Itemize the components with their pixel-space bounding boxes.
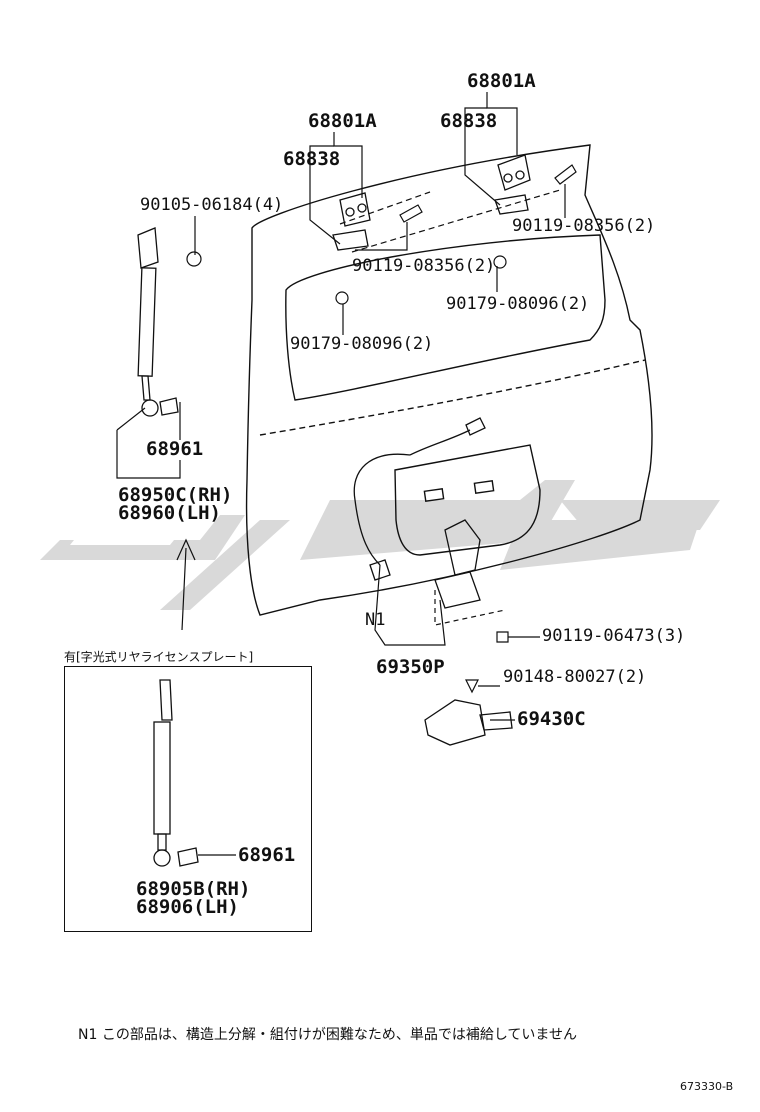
- footnote: N1 この部品は、構造上分解・組付けが困難なため、単品では補給していません: [78, 1027, 577, 1043]
- label-68906: 68906(LH): [136, 896, 239, 918]
- inset-box: [64, 666, 312, 932]
- label-68838-right: 68838: [440, 110, 498, 132]
- label-68960: 68960(LH): [118, 502, 221, 524]
- diagram-code: 673330-B: [680, 1080, 734, 1093]
- label-68801A-right: 68801A: [467, 70, 536, 92]
- label-68801A-left: 68801A: [308, 110, 377, 132]
- label-90148: 90148-80027(2): [503, 667, 647, 687]
- label-68961-inset: 68961: [238, 844, 296, 866]
- label-n1: N1: [365, 610, 386, 630]
- label-90119-right: 90119-08356(2): [512, 216, 656, 236]
- lock-assembly: [353, 417, 513, 746]
- hinge-left: [332, 192, 371, 251]
- watermark-logo: [40, 480, 720, 610]
- label-90119-06473: 90119-06473(3): [542, 626, 686, 646]
- leader-lines: [116, 92, 566, 721]
- inset-title: 有[字光式リヤライセンスプレート]: [64, 650, 254, 664]
- label-68838-left: 68838: [283, 148, 341, 170]
- hinge-right: [494, 154, 531, 215]
- bolts: [186, 164, 577, 694]
- label-69350P: 69350P: [376, 656, 445, 678]
- label-90119-mid: 90119-08356(2): [352, 256, 496, 276]
- label-90179-right: 90179-08096(2): [446, 294, 590, 314]
- label-90179-left: 90179-08096(2): [290, 334, 434, 354]
- label-68950C: 68950C(RH): [118, 484, 233, 506]
- label-68905B: 68905B(RH): [136, 878, 251, 900]
- back-door-outline: [245, 144, 653, 616]
- label-68961-main: 68961: [146, 438, 204, 460]
- inset-stay-damper: [153, 679, 236, 867]
- stay-damper: [137, 227, 179, 417]
- label-90105: 90105-06184(4): [140, 195, 284, 215]
- label-69430C: 69430C: [517, 708, 586, 730]
